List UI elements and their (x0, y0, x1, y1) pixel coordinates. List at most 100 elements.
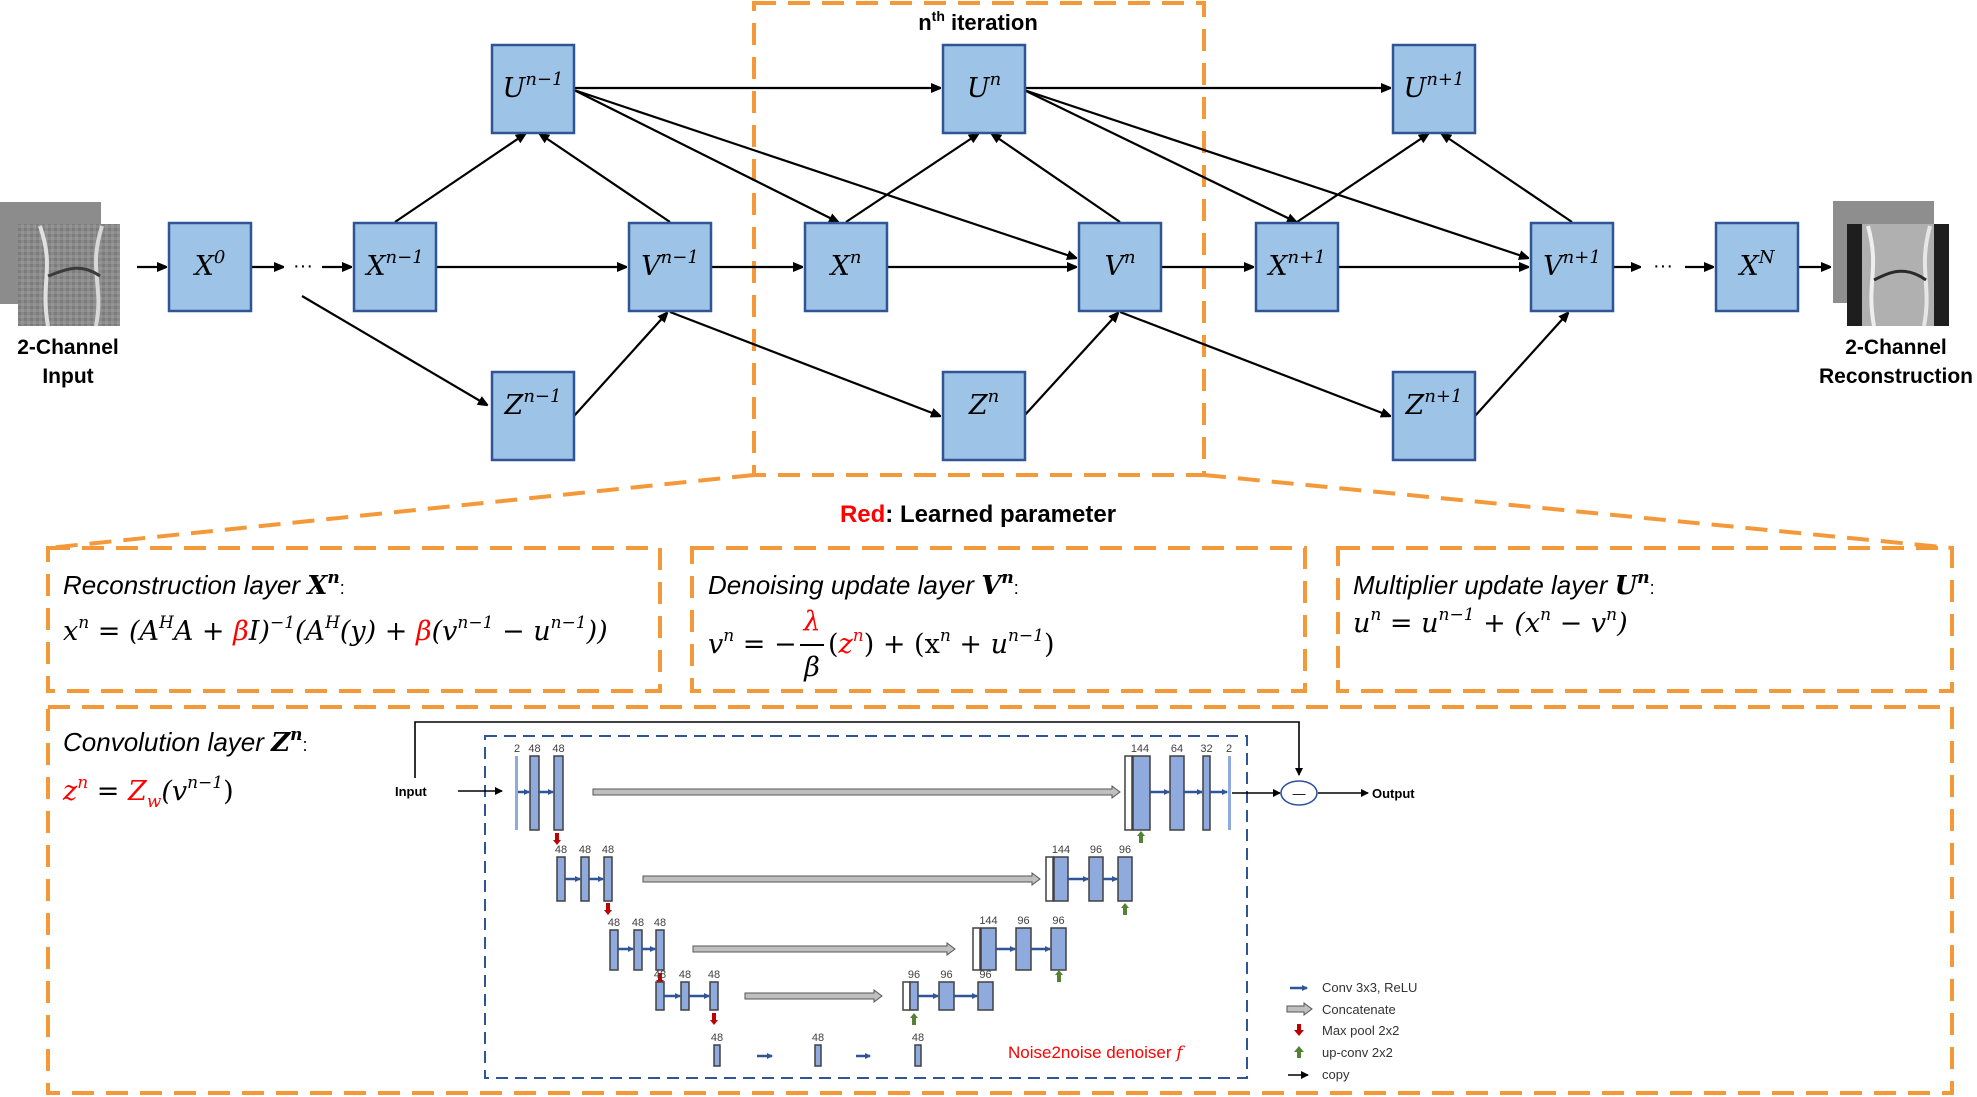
lambda-learned: λ (802, 606, 820, 637)
unet-caption: Noise2noise denoiser f (1008, 1043, 1185, 1063)
node-box (352, 221, 438, 313)
unet-layer (655, 929, 665, 971)
svg-text:144: 144 (1131, 743, 1149, 755)
unet-channel-label: 96 (979, 969, 991, 981)
edge-zn-vn (1023, 313, 1118, 417)
node-label: Vn+1 (1543, 247, 1601, 282)
svg-text:Concatenate: Concatenate (1322, 1002, 1396, 1017)
input-mri-image (0, 202, 120, 327)
unet-layer (938, 981, 955, 1011)
unet-channel-label: 96 (1017, 915, 1029, 927)
unet-layer (814, 1044, 822, 1067)
green-up-arrow-icon (1294, 1046, 1304, 1058)
svg-text:Conv 3x3, ReLU: Conv 3x3, ReLU (1322, 980, 1417, 995)
denoising-title: Denoising update layer Vn: (708, 568, 1019, 601)
output-mri-image (1833, 201, 1949, 327)
node-box (1391, 43, 1477, 135)
node-label: Un (967, 69, 1001, 104)
svg-text:copy: copy (1322, 1067, 1350, 1082)
unet-layer (1088, 856, 1104, 902)
learned-parameter-note: Red: Learned parameter (840, 501, 1116, 528)
unet-channel-label: 48 (608, 917, 620, 929)
node-box (1391, 370, 1477, 462)
node-unp1: Un+1 (1391, 43, 1477, 135)
unet-layer (709, 981, 719, 1011)
unet-layer (977, 981, 994, 1011)
unet-layer (909, 981, 919, 1011)
denoising-equation: vn = − λ β (zn) + (xn + un−1) (708, 606, 1055, 683)
multiplier-panel (1336, 546, 1954, 693)
unet-layer (713, 1044, 721, 1067)
unet-layer (633, 929, 643, 971)
node-vn: Vn (1077, 221, 1163, 313)
upconv-arrow (1121, 903, 1129, 915)
edge-xn-un (845, 134, 978, 223)
node-label: Zn−1 (504, 386, 562, 421)
node-label: Zn (968, 386, 999, 421)
convolution-panel (46, 705, 1954, 1095)
svg-text:vn = −: vn = − (708, 626, 797, 660)
node-unm1: Un−1 (490, 43, 576, 135)
concat-arrow (642, 872, 1041, 886)
node-box (941, 43, 1027, 135)
node-xn: Xn (803, 221, 889, 313)
unet-channel-label: 96 (908, 969, 920, 981)
svg-text:up-conv 2x2: up-conv 2x2 (1322, 1045, 1393, 1060)
upconv-arrow (1137, 831, 1145, 843)
unet-channel-label: 32 (1200, 743, 1212, 755)
unet-channel-label: 48 (528, 743, 540, 755)
zoom-line-left (47, 473, 755, 550)
input-label-line1: 2-Channel (17, 336, 119, 359)
node-box (490, 370, 576, 462)
unet-legend: Conv 3x3, ReLU Concatenate Max pool 2x2 … (1286, 980, 1417, 1082)
unet-layer (1045, 856, 1054, 902)
node-box (627, 221, 713, 313)
edge-vnm1-zn (669, 310, 940, 416)
unet-channel-label: 144 (979, 915, 997, 927)
node-label: XN (1738, 247, 1776, 282)
unet-layer (515, 756, 518, 830)
svg-text:β: β (803, 652, 820, 683)
unet-layer (655, 981, 665, 1011)
convolution-title: Convolution layer Zn: (63, 725, 308, 758)
unet-input-label: Input (395, 784, 427, 799)
node-label: Un−1 (503, 69, 564, 104)
unet-channel-label: 96 (1052, 915, 1064, 927)
unet-layer (914, 1044, 922, 1067)
unet-channel-label: 48 (552, 743, 564, 755)
unet-frame (484, 735, 1248, 1079)
unet-layer (556, 856, 566, 902)
gray-double-arrow-icon (1286, 1002, 1313, 1016)
node-box (1254, 221, 1340, 313)
unet-channel-label: 96 (1119, 844, 1131, 856)
node-label: Vn−1 (641, 247, 699, 282)
node-box (1529, 221, 1615, 313)
unet-layer (1202, 755, 1211, 831)
node-label: Un+1 (1404, 69, 1465, 104)
node-xnp1: Xn+1 (1254, 221, 1340, 313)
maxpool-arrow (604, 903, 612, 915)
node-box (941, 370, 1027, 462)
zoom-line-right (1203, 473, 1953, 550)
node-box (1077, 221, 1163, 313)
node-label: Vn (1104, 247, 1135, 282)
node-label: Xn−1 (364, 247, 423, 282)
unet-layer (580, 856, 590, 902)
unet-channel-label: 48 (579, 844, 591, 856)
copy-skip-line (414, 721, 1303, 778)
unet-layer (1124, 755, 1133, 831)
node-label: Zn+1 (1405, 386, 1463, 421)
node-label: X0 (193, 247, 226, 282)
output-label-line1: 2-Channel (1845, 336, 1947, 359)
nth-iteration-frame (752, 1, 1206, 477)
reconstruction-panel (46, 546, 662, 693)
node-un: Un (941, 43, 1027, 135)
unet-channel-label: 48 (555, 844, 567, 856)
concat-arrow (744, 989, 883, 1003)
maxpool-arrow (710, 1013, 718, 1025)
unet-channel-label: 48 (711, 1032, 723, 1044)
unet-channel-label: 96 (1090, 844, 1102, 856)
